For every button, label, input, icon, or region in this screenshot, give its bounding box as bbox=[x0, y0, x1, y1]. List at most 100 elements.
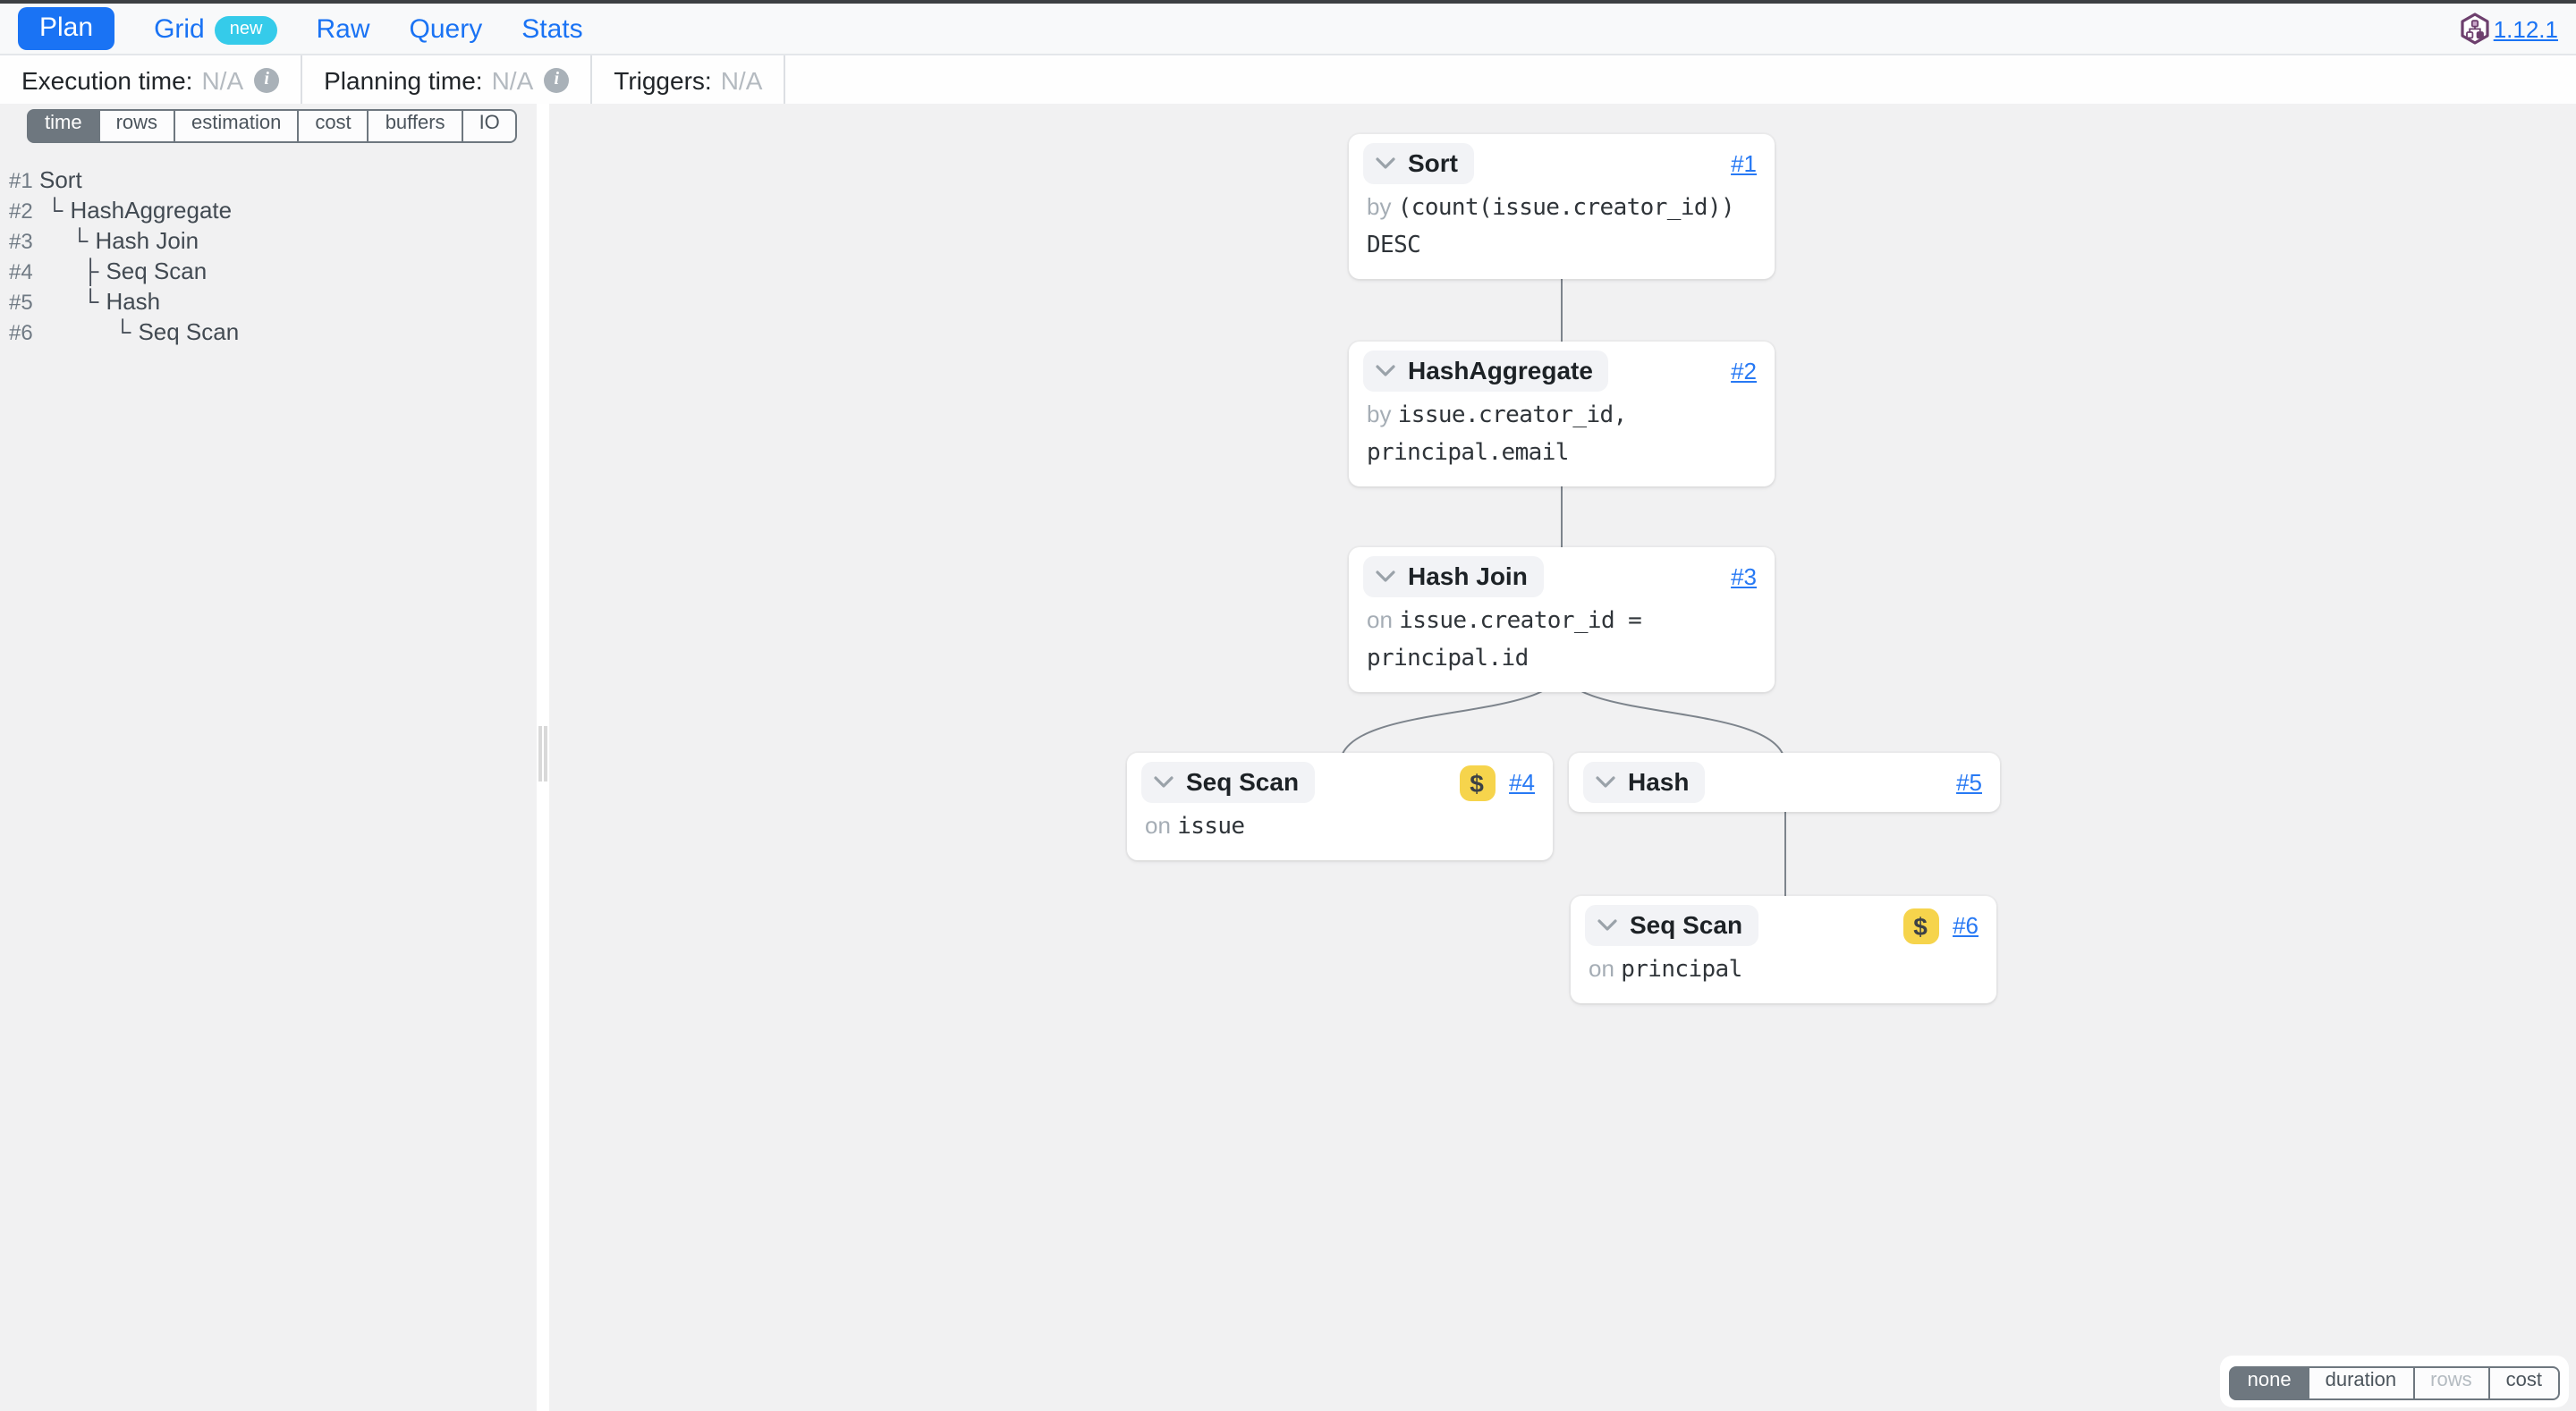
costliest-dollar-icon: $ bbox=[1902, 908, 1939, 943]
node-detail: on issue.creator_id = principal.id bbox=[1349, 601, 1775, 693]
tree-node-name[interactable]: Sort bbox=[39, 165, 82, 193]
tree-node-number: #5 bbox=[9, 289, 33, 315]
tree-node-number: #2 bbox=[9, 198, 33, 224]
plan-node-seq-scan-principal: Seq Scan $ #6 on principal bbox=[1571, 896, 1996, 1004]
tree-connector: └ bbox=[82, 287, 99, 315]
viz-toggle-group: none duration rows cost bbox=[2229, 1366, 2560, 1400]
node-detail: on principal bbox=[1571, 950, 1996, 1003]
tree-node-name[interactable]: HashAggregate bbox=[70, 196, 233, 224]
node-header: Sort #1 bbox=[1349, 134, 1775, 188]
tree-branch: Sort bbox=[39, 165, 82, 195]
node-title: HashAggregate bbox=[1408, 356, 1593, 384]
tree-connector: └ bbox=[47, 196, 64, 224]
viz-button-rows: rows bbox=[2412, 1366, 2490, 1400]
tree-branch: └HashAggregate bbox=[47, 195, 232, 225]
statusbar: Execution time: N/A i Planning time: N/A… bbox=[0, 55, 2576, 106]
chevron-down-icon[interactable] bbox=[1376, 570, 1395, 582]
plan-diagram[interactable]: Sort #1 by (count(issue.creator_id)) DES… bbox=[549, 104, 2576, 1411]
node-detail-text: (count(issue.creator_id)) DESC bbox=[1367, 195, 1735, 260]
splitter-grip-icon bbox=[544, 726, 547, 782]
sidebar-splitter[interactable] bbox=[537, 104, 549, 1411]
node-header: Hash Join #3 bbox=[1349, 547, 1775, 601]
execution-time-item: Execution time: N/A i bbox=[0, 55, 303, 104]
tree-node-name[interactable]: Hash bbox=[106, 287, 161, 315]
new-badge: new bbox=[215, 15, 277, 44]
window-chrome-strip bbox=[0, 0, 2576, 4]
chevron-down-icon[interactable] bbox=[1597, 918, 1617, 931]
metric-button-time[interactable]: time bbox=[27, 109, 100, 143]
node-header: Hash #5 bbox=[1569, 753, 2000, 812]
node-ref-link[interactable]: #2 bbox=[1731, 358, 1757, 384]
node-detail-prefix: on bbox=[1589, 955, 1614, 982]
tab-query[interactable]: Query bbox=[409, 13, 483, 44]
node-title: Hash Join bbox=[1408, 562, 1528, 590]
chevron-down-icon[interactable] bbox=[1154, 775, 1174, 788]
node-ref-link[interactable]: #4 bbox=[1509, 769, 1535, 796]
splitter-grip-icon bbox=[538, 726, 541, 782]
node-detail-prefix: by bbox=[1367, 193, 1392, 220]
planning-time-value: N/A bbox=[491, 65, 534, 94]
metric-button-estimation[interactable]: estimation bbox=[174, 109, 300, 143]
info-icon[interactable]: i bbox=[544, 67, 570, 92]
viz-toggle-panel: none duration rows cost bbox=[2220, 1356, 2569, 1407]
tree-branch: └Hash bbox=[82, 286, 160, 317]
node-detail-prefix: on bbox=[1367, 606, 1393, 633]
node-header: HashAggregate #2 bbox=[1349, 342, 1775, 395]
version-area: 1.12.1 bbox=[2460, 13, 2558, 45]
plan-node-sort: Sort #1 by (count(issue.creator_id)) DES… bbox=[1349, 134, 1775, 280]
metric-button-buffers[interactable]: buffers bbox=[367, 109, 463, 143]
tree-connector: ├ bbox=[82, 257, 99, 284]
node-ref-link[interactable]: #1 bbox=[1731, 150, 1757, 177]
metric-button-io[interactable]: IO bbox=[461, 109, 518, 143]
node-title: Sort bbox=[1408, 148, 1458, 177]
node-title: Hash bbox=[1628, 767, 1690, 796]
node-title-pill: Seq Scan bbox=[1141, 762, 1316, 803]
node-ref-link[interactable]: #5 bbox=[1956, 769, 1982, 796]
viz-button-duration[interactable]: duration bbox=[2307, 1366, 2415, 1400]
plan-edges bbox=[1339, 247, 1786, 908]
tree-node-name[interactable]: Hash Join bbox=[95, 226, 199, 254]
plan-node-hashaggregate: HashAggregate #2 by issue.creator_id, pr… bbox=[1349, 342, 1775, 487]
node-header: Seq Scan $ #4 bbox=[1127, 753, 1553, 807]
node-detail-prefix: by bbox=[1367, 401, 1392, 427]
node-title-pill: Seq Scan bbox=[1585, 905, 1759, 946]
tree-row: #5 └Hash bbox=[9, 286, 537, 317]
tab-grid-label[interactable]: Grid bbox=[154, 13, 205, 44]
node-ref-link[interactable]: #6 bbox=[1953, 912, 1979, 939]
tree-node-number: #6 bbox=[9, 319, 33, 345]
triggers-item: Triggers: N/A bbox=[592, 55, 786, 104]
plan-tree-list: #1 Sort #2 └HashAggregate #3 └Hash Join … bbox=[9, 165, 537, 347]
node-header: Seq Scan $ #6 bbox=[1571, 896, 1996, 950]
tree-branch: └Hash Join bbox=[72, 225, 199, 256]
viz-button-cost[interactable]: cost bbox=[2487, 1366, 2560, 1400]
metric-button-rows[interactable]: rows bbox=[97, 109, 176, 143]
node-title: Seq Scan bbox=[1186, 767, 1300, 796]
chevron-down-icon[interactable] bbox=[1376, 364, 1395, 376]
chevron-down-icon[interactable] bbox=[1376, 156, 1395, 169]
node-title-pill: HashAggregate bbox=[1363, 351, 1609, 392]
viz-button-none[interactable]: none bbox=[2229, 1366, 2309, 1400]
tree-node-name[interactable]: Seq Scan bbox=[138, 317, 240, 345]
version-link[interactable]: 1.12.1 bbox=[2493, 15, 2558, 42]
node-ref-link[interactable]: #3 bbox=[1731, 563, 1757, 590]
pev2-logo-icon bbox=[2460, 13, 2490, 45]
tree-row: #3 └Hash Join bbox=[9, 225, 537, 256]
tree-connector: └ bbox=[72, 226, 89, 254]
node-title-pill: Sort bbox=[1363, 143, 1474, 184]
execution-time-label: Execution time: bbox=[21, 65, 193, 94]
node-detail: by issue.creator_id, principal.email bbox=[1349, 395, 1775, 487]
tab-raw[interactable]: Raw bbox=[316, 13, 370, 44]
info-icon[interactable]: i bbox=[254, 67, 280, 92]
metric-button-cost[interactable]: cost bbox=[297, 109, 369, 143]
tree-node-number: #1 bbox=[9, 167, 33, 193]
tree-node-name[interactable]: Seq Scan bbox=[106, 257, 208, 284]
node-title-pill: Hash Join bbox=[1363, 556, 1544, 597]
chevron-down-icon[interactable] bbox=[1596, 775, 1615, 788]
tree-node-number: #4 bbox=[9, 258, 33, 284]
tab-plan[interactable]: Plan bbox=[18, 7, 115, 50]
plan-node-hash-join: Hash Join #3 on issue.creator_id = princ… bbox=[1349, 547, 1775, 693]
node-detail-text: principal bbox=[1621, 957, 1742, 984]
tab-stats[interactable]: Stats bbox=[521, 13, 583, 44]
